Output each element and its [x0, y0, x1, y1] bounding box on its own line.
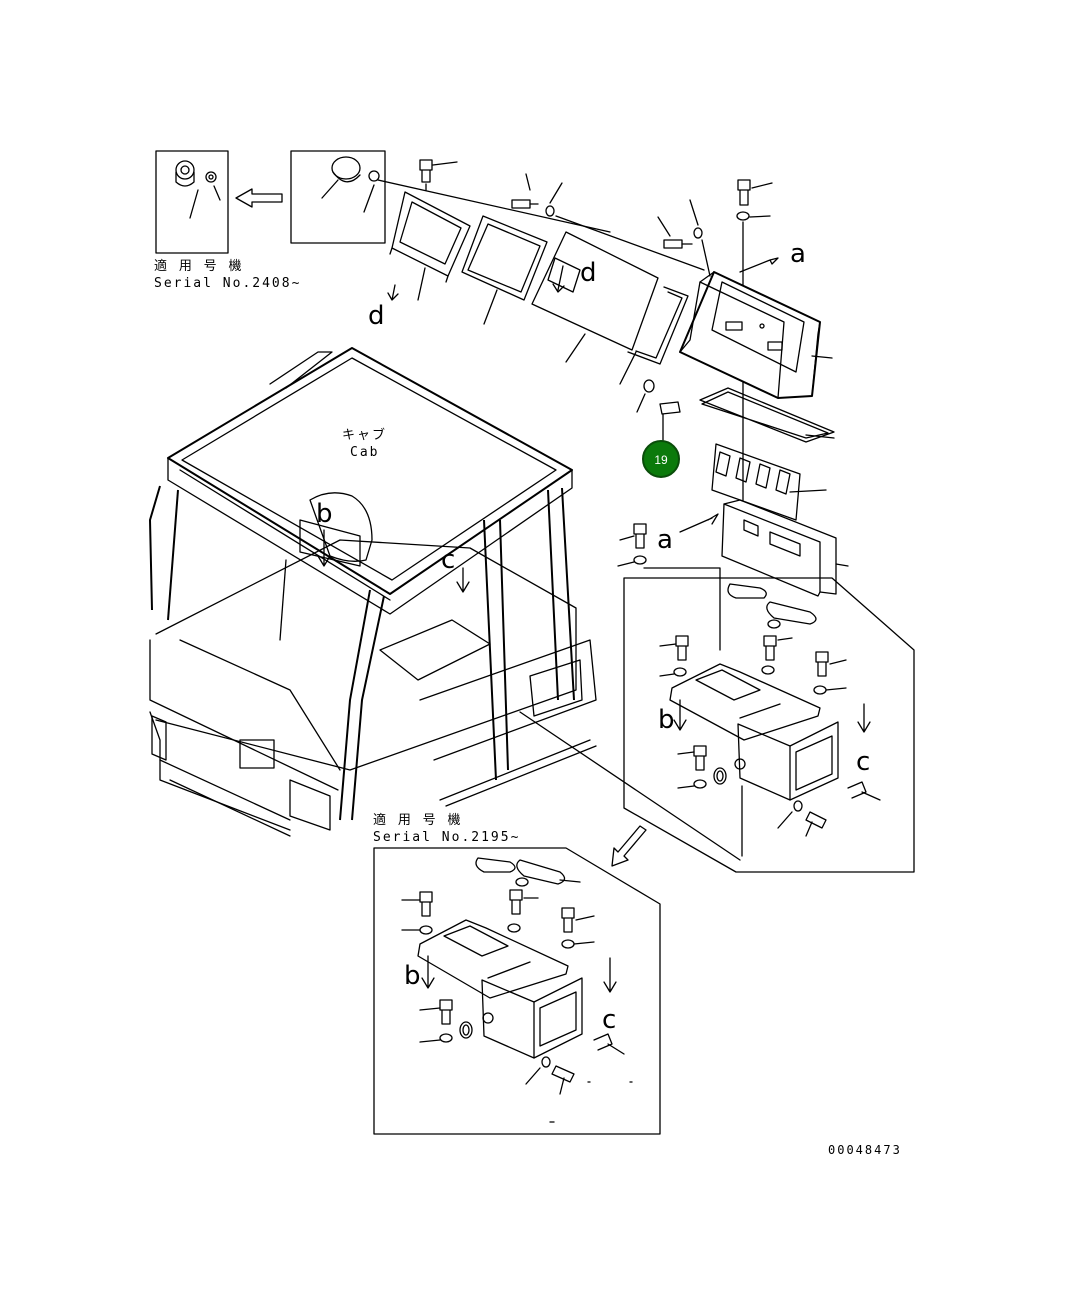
- drawing-number: 00048473: [828, 1143, 902, 1157]
- serial-note-2-line2: Serial No.2195~: [373, 830, 520, 845]
- view-letter-a-2: a: [657, 525, 673, 555]
- view-letter-b-1: b: [316, 499, 333, 529]
- callout-19-number[interactable]: 19: [654, 453, 668, 467]
- view-letter-c-1: c: [441, 545, 455, 575]
- view-letter-d-2: d: [580, 258, 597, 288]
- old-parts-detail: [290, 150, 386, 244]
- cab-label-en: Cab: [350, 445, 379, 460]
- cab-label-jp: キャブ: [342, 427, 387, 443]
- cab-drawing: b c キャブ Cab: [149, 347, 741, 861]
- view-letter-b-2: b: [658, 705, 675, 735]
- view-letter-a-1: a: [790, 239, 806, 269]
- serial-note-2-line1: 適 用 号 機: [373, 812, 462, 828]
- arrow-left-icon: [235, 188, 283, 208]
- serial-note-1-line1: 適 用 号 機: [154, 258, 243, 274]
- view-letter-d-1: d: [368, 301, 385, 331]
- view-letter-c-3: c: [602, 1005, 616, 1035]
- detail-box-main: b c: [623, 577, 915, 873]
- callout-19-badge[interactable]: [642, 440, 680, 478]
- top-cover-parts: d d: [368, 159, 711, 413]
- serial-2408-detail: 適 用 号 機 Serial No.2408~: [154, 150, 301, 291]
- detail-box-serial-2195: 適 用 号 機 Serial No.2195~: [373, 812, 661, 1135]
- view-letter-c-2: c: [856, 747, 870, 777]
- monitor-box-assembly: a a: [617, 179, 849, 651]
- callout-19[interactable]: 19: [642, 440, 680, 478]
- arrow-down-left-icon: [611, 825, 647, 867]
- serial-note-1-line2: Serial No.2408~: [154, 276, 301, 291]
- view-letter-b-3: b: [404, 961, 421, 991]
